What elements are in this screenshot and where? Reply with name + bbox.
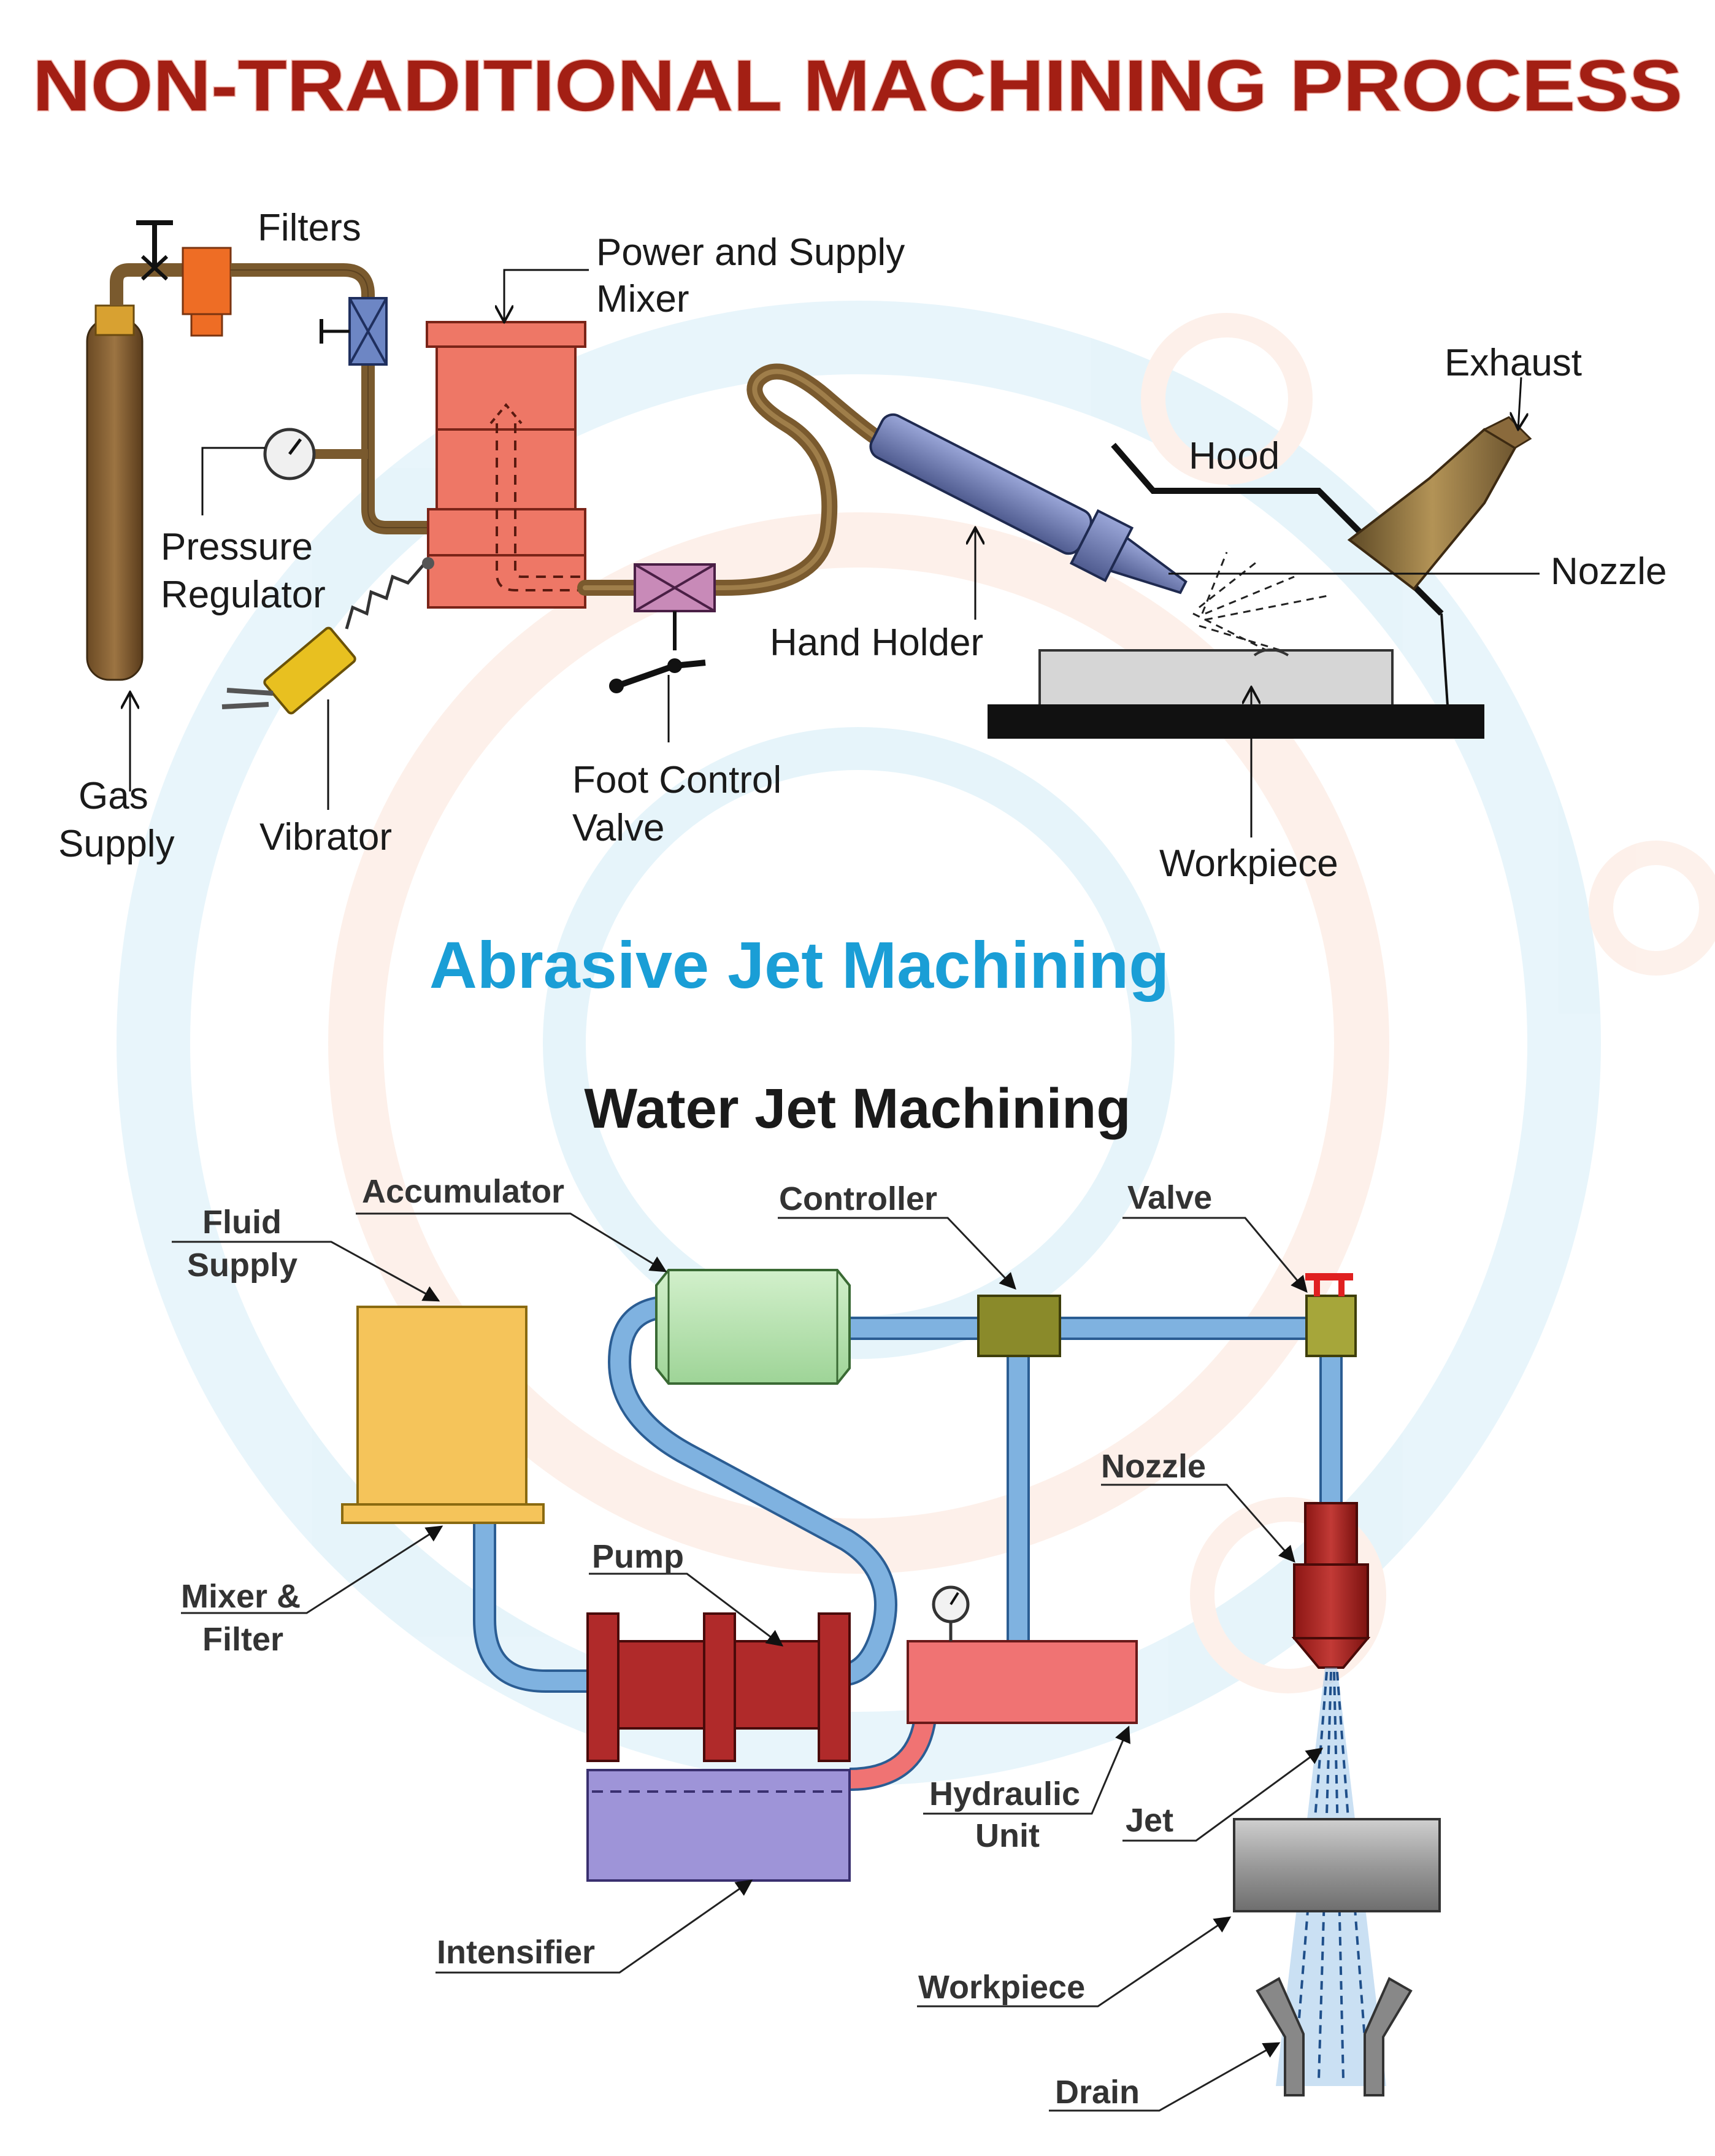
label-intensifier: Intensifier <box>437 1934 595 1971</box>
label-exhaust: Exhaust <box>1445 342 1582 384</box>
label-power-mixer-2: Mixer <box>596 278 689 320</box>
watermark-logo <box>117 301 1715 1785</box>
foot-control-valve <box>609 563 716 742</box>
label-gas-2: Supply <box>58 823 175 865</box>
hydraulic-unit <box>907 1585 1138 1724</box>
fluid-supply-tank <box>341 1306 545 1524</box>
water-nozzle <box>1291 1502 1371 1669</box>
label-controller: Controller <box>779 1180 937 1217</box>
hand-holder <box>869 413 1187 595</box>
label-fluid-1: Fluid <box>202 1204 282 1241</box>
abrasive-workpiece <box>988 649 1484 837</box>
label-gas-1: Gas <box>79 775 148 817</box>
valve <box>1305 1273 1357 1357</box>
cylinder-valve-icon <box>136 220 173 281</box>
water-jet-title: Water Jet Machining <box>584 1077 1130 1140</box>
label-hydraulic-2: Unit <box>975 1817 1040 1854</box>
label-drain: Drain <box>1055 2074 1140 2111</box>
controller <box>977 1295 1061 1357</box>
label-hydraulic-1: Hydraulic <box>929 1776 1080 1812</box>
label-nozzle-water: Nozzle <box>1101 1448 1206 1485</box>
label-mixer-1: Mixer & <box>181 1578 301 1615</box>
water-workpiece <box>1233 1818 1441 1912</box>
label-foot-2: Valve <box>572 807 665 849</box>
page-title: NON-TRADITIONAL MACHINING PROCESS <box>33 45 1682 126</box>
label-fluid-2: Supply <box>187 1247 297 1284</box>
label-filters: Filters <box>258 207 361 249</box>
label-jet: Jet <box>1126 1802 1173 1839</box>
label-nozzle: Nozzle <box>1551 550 1667 593</box>
filter-blue <box>320 297 388 366</box>
label-workpiece-abrasive: Workpiece <box>1159 842 1338 885</box>
label-pressure-1: Pressure <box>161 526 313 568</box>
label-pressure-2: Regulator <box>161 574 326 616</box>
label-valve: Valve <box>1127 1179 1212 1216</box>
leader-lines <box>172 1212 1324 2112</box>
gas-cylinder <box>86 263 184 681</box>
label-power-mixer-1: Power and Supply <box>596 231 905 274</box>
water-jet-diagram: Fluid Supply Accumulator Controller Valv… <box>172 1173 1441 2112</box>
abrasive-jet-diagram: Filters Power and Supply Mixer Exhaust H… <box>58 207 1667 885</box>
label-pump: Pump <box>592 1538 684 1575</box>
abrasive-spray <box>1192 552 1332 655</box>
intensifier <box>586 1769 851 1882</box>
label-hood: Hood <box>1189 435 1280 477</box>
pump <box>586 1612 851 1762</box>
filter-orange <box>182 247 232 337</box>
label-workpiece-water: Workpiece <box>918 1969 1085 2006</box>
power-supply-mixer <box>426 321 586 609</box>
label-vibrator: Vibrator <box>259 816 392 858</box>
label-accumulator: Accumulator <box>362 1173 564 1210</box>
label-mixer-2: Filter <box>202 1621 283 1658</box>
label-foot-1: Foot Control <box>572 759 781 801</box>
pressure-gauge-icon <box>201 428 368 515</box>
exhaust <box>1347 377 1532 591</box>
vibrator <box>221 557 434 810</box>
abrasive-caption: Abrasive Jet Machining <box>429 928 1169 1002</box>
accumulator <box>655 1269 851 1385</box>
drain <box>1256 1977 1413 2096</box>
label-hand-holder: Hand Holder <box>770 622 983 664</box>
